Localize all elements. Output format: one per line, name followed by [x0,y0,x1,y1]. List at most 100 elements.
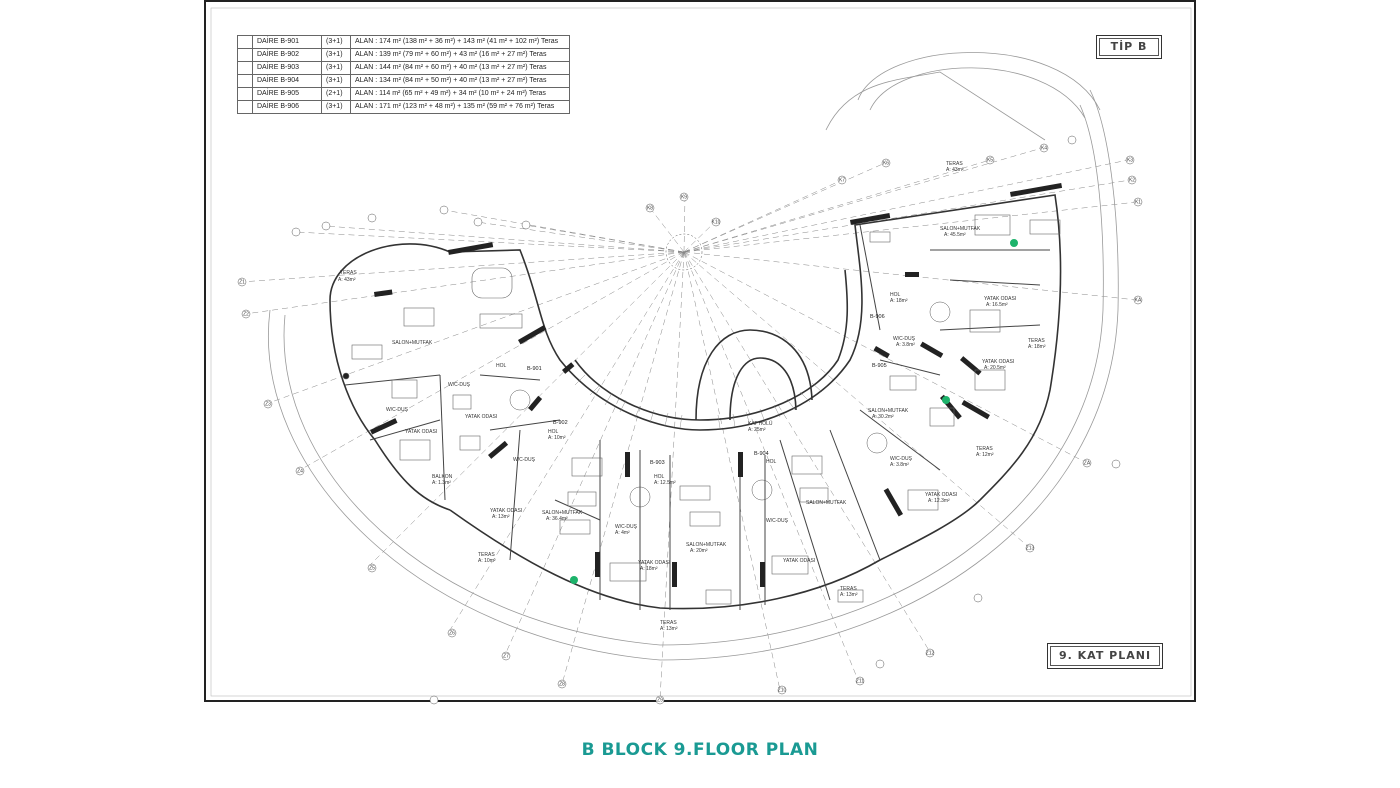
table-cell-alan: ALAN : 171 m² (123 m² + 48 m²) + 135 m² … [350,100,570,114]
label-unit-904: B-904 [754,451,769,457]
table-cell-name: DAİRE B-902 [252,48,322,62]
axis-label: K2 [1129,178,1135,184]
table-row: DAİRE B-903 (3+1) ALAN : 144 m² (84 m² +… [237,61,570,75]
label-salon-906: SALON+MUTFAK [940,226,981,232]
label-yatak-902: YATAK ODASI [490,508,522,514]
axis-label: Z3 [265,402,271,408]
label-salon-903: SALON+MUTFAK [686,542,727,548]
axis-bubble-labels: Z1Z2Z3Z4Z5Z6Z7Z8Z9Z10Z11Z12Z13ZAKAK1K2K3… [239,146,1142,704]
label-wc-903: W/C-DUŞ [615,524,638,530]
frame-lines [210,7,1192,697]
axis-label: Z12 [926,651,935,657]
stair-fans [509,233,951,508]
table-cell-name: DAİRE B-906 [252,100,322,114]
axis-label: K8 [647,206,653,212]
axis-label: Z8 [559,682,565,688]
label-salon-901: SALON+MUTFAK [392,340,433,346]
label-teras-905-area: A: 12m² [976,452,994,458]
table-cell-blank [237,87,253,101]
label-hol-906: HOL [890,292,901,298]
axis-label: Z13 [1026,546,1035,552]
room-labels: TERAS A: 43m² SALON+MUTFAK HOL B-901 W/C… [338,161,1046,632]
label-unit-906: B-906 [870,314,885,320]
table-cell-blank [237,74,253,88]
table-cell-blank [237,61,253,75]
label-kat-holu-area: A: 25m² [748,427,766,433]
axis-label: Z4 [297,469,303,475]
label-teras-902-area: A: 10m² [478,558,496,564]
table-cell-rooms: (2+1) [321,87,351,101]
label-yatak2-906-area: A: 20.5m² [984,365,1006,371]
axis-label: Z7 [503,654,509,660]
table-cell-name: DAİRE B-905 [252,87,322,101]
partition-walls [344,224,1050,610]
table-cell-rooms: (3+1) [321,48,351,62]
axis-label: Z10 [778,688,787,694]
axis-label: K9 [681,195,687,201]
axis-bubbles [237,135,1143,705]
plant-markers [570,239,1018,584]
grid-axes [239,147,1138,701]
label-wc-906: W/C-DUŞ [893,336,916,342]
label-wc-905-area: A: 3.8m² [890,462,909,468]
label-salon-903-area: A: 20m² [690,548,708,554]
label-yatak1-906-area: A: 16.5m² [986,302,1008,308]
label-salon-904: SALON+MUTFAK [806,500,847,506]
building-walls [329,194,1062,610]
label-teras2-906-area: A: 18m² [1028,344,1046,350]
table-cell-name: DAİRE B-903 [252,61,322,75]
table-cell-alan: ALAN : 144 m² (84 m² + 60 m²) + 40 m² (1… [350,61,570,75]
label-yatak2-901: YATAK ODASI [465,414,497,420]
window-markers [370,182,1063,587]
label-salon-905-area: A: 30.2m² [872,414,894,420]
label-yatak-904: YATAK ODASI [783,558,815,564]
label-teras1-906-area: A: 43m² [946,167,964,173]
label-unit-905: B-905 [872,363,887,369]
table-cell-blank [237,35,253,49]
table-cell-rooms: (3+1) [321,35,351,49]
label-teras-903-area: A: 13m² [660,626,678,632]
label-teras-904-area: A: 13m² [840,592,858,598]
label-hol-903-area: A: 12.5m² [654,480,676,486]
label-hol-902: HOL [548,429,559,435]
label-wc-903-area: A: 4m² [615,530,630,536]
table-row: DAİRE B-904 (3+1) ALAN : 134 m² (84 m² +… [237,74,570,88]
table-cell-alan: ALAN : 114 m² (65 m² + 49 m²) + 34 m² (1… [350,87,570,101]
page-caption: B BLOCK 9.FLOOR PLAN [581,740,819,760]
label-wc-904: W/C-DUŞ [766,518,789,524]
table-cell-name: DAİRE B-904 [252,74,322,88]
table-row: DAİRE B-902 (3+1) ALAN : 139 m² (79 m² +… [237,48,570,62]
label-yatak1-906: YATAK ODASI [984,296,1016,302]
label-kat-holu: KAT HOLÜ [748,420,773,427]
drawing-sheet-border [204,0,1196,702]
label-unit-901: B-901 [527,366,542,372]
label-balkon-901: BALKON [432,474,453,480]
table-cell-rooms: (3+1) [321,100,351,114]
label-hol-906-area: A: 18m² [890,298,908,304]
axis-label: K7 [839,178,845,184]
label-wc-901: W/C-DUŞ [448,382,471,388]
axis-label: Z5 [369,566,375,572]
label-balkon-901-area: A: 1.3m² [432,480,451,486]
label-unit-903: B-903 [650,460,665,466]
table-cell-rooms: (3+1) [321,61,351,75]
outer-terrace-curves [268,52,1119,661]
stair-hatching [574,374,823,429]
axis-label: Z1 [239,280,245,286]
label-teras-901-area: A: 43m² [338,277,356,283]
axis-label: Z6 [449,631,455,637]
label-teras1-906: TERAS [946,161,963,167]
axis-label: K4 [1041,146,1047,152]
table-row: DAİRE B-906 (3+1) ALAN : 171 m² (123 m² … [237,100,570,114]
apartment-area-table: DAİRE B-901 (3+1) ALAN : 174 m² (138 m² … [237,35,570,114]
axis-label: Z11 [856,679,864,685]
label-teras-903: TERAS [660,620,677,626]
label-salon-905: SALON+MUTFAK [868,408,909,414]
table-cell-alan: ALAN : 139 m² (79 m² + 60 m²) + 43 m² (1… [350,48,570,62]
floor-plan-label: 9. KAT PLANI [1047,643,1163,669]
label-salon-902: SALON+MUTFAK [542,510,583,516]
axis-label: ZA [1084,461,1091,467]
label-teras-901: TERAS [340,270,357,276]
label-yatak-902-area: A: 13m² [492,514,510,520]
